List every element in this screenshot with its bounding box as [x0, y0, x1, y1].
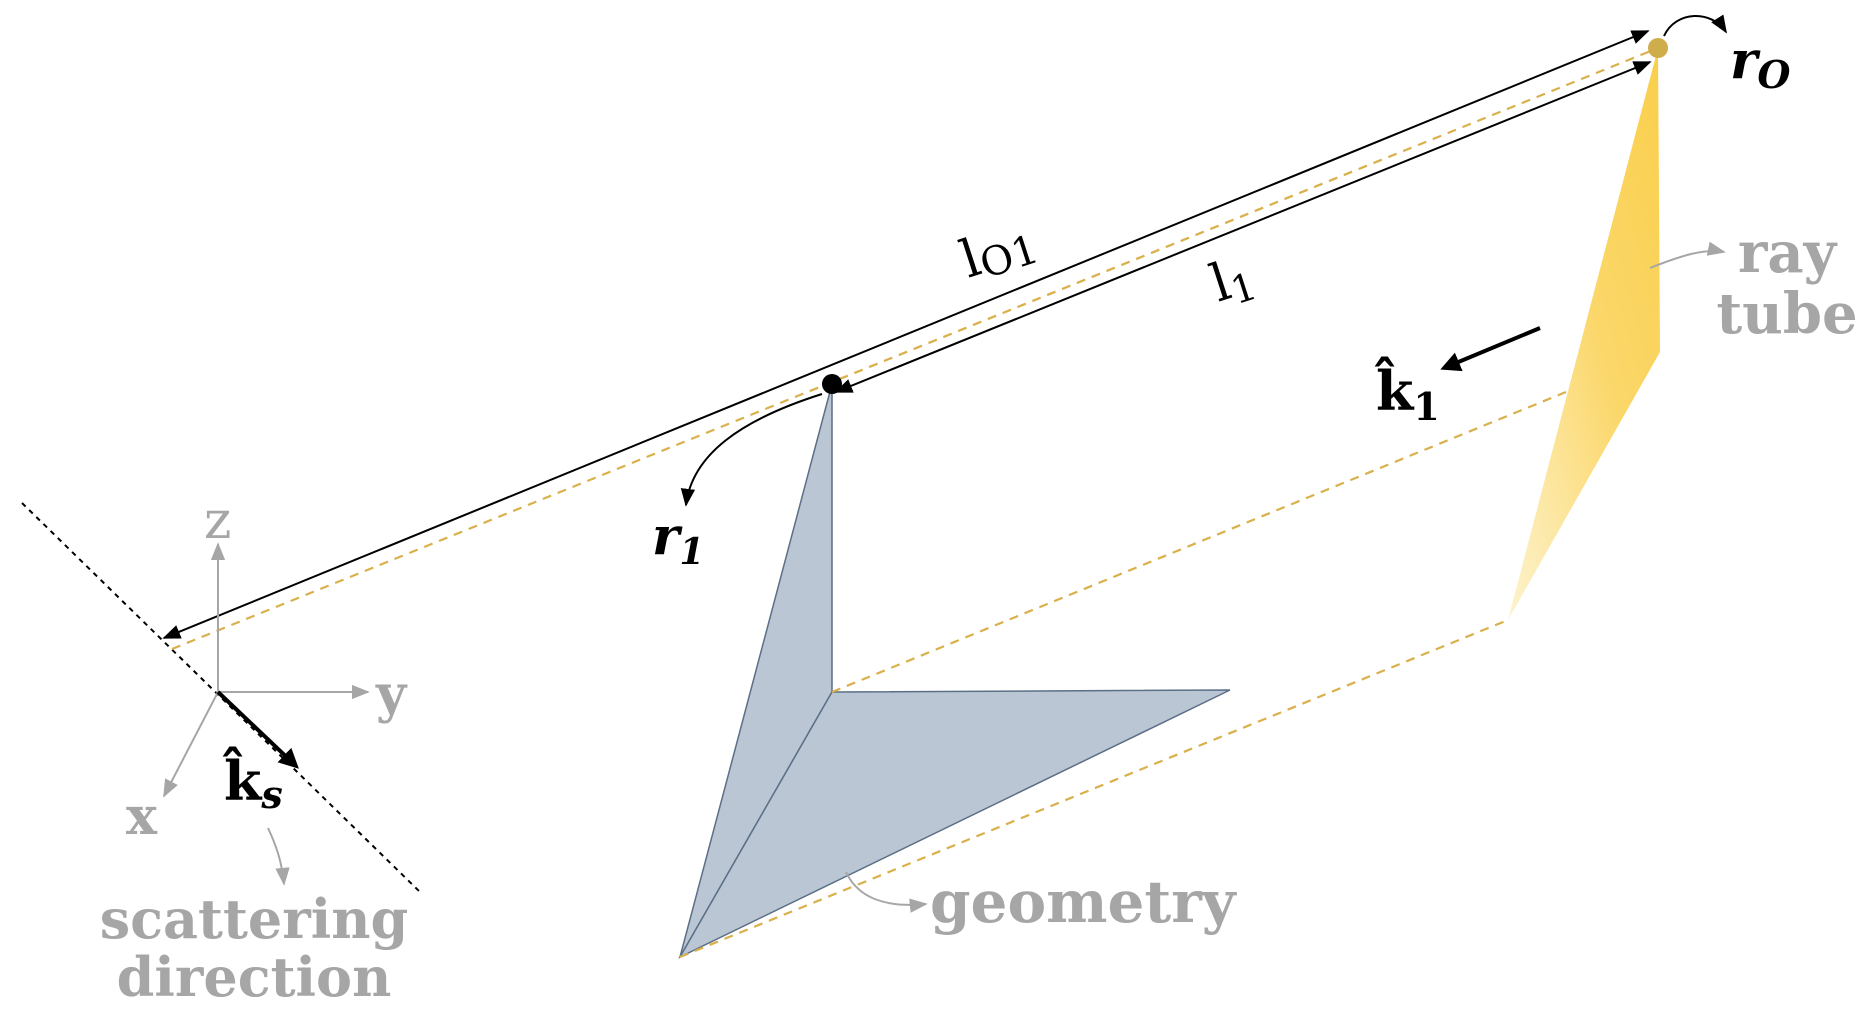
label-scattering-line2: direction: [117, 945, 392, 1009]
x-axis: [163, 691, 219, 798]
label-ks: k̂s: [222, 746, 283, 817]
distance-arrow-l1: [834, 61, 1652, 393]
label-r0: rO: [1730, 30, 1791, 97]
point-r0: [1648, 38, 1668, 58]
scattering-plane-line: [21, 502, 421, 893]
ray-center-dashed: [171, 46, 1659, 651]
coordinate-axes: [163, 542, 370, 798]
label-l1: l1: [1203, 245, 1262, 318]
pointer-arrow-r1: [680, 393, 823, 507]
label-axis-z: z: [204, 491, 231, 551]
ray-middle-dashed: [831, 390, 1567, 694]
pointer-arrow-r0: [1663, 14, 1727, 37]
label-k1: k̂1: [1374, 356, 1440, 429]
point-r1: [822, 374, 842, 394]
geometry-lower-facet: [678, 689, 1231, 959]
k1-direction-arrow: [1440, 326, 1541, 372]
leader-arrow-scattering: [267, 827, 290, 886]
label-l01: lO1: [953, 210, 1044, 293]
label-r1: r1: [652, 506, 704, 573]
label-ray-tube-line2: tube: [1716, 281, 1857, 347]
leader-arrow-geometry: [845, 871, 928, 913]
label-axis-y: y: [375, 664, 408, 725]
label-geometry: geometry: [930, 868, 1238, 936]
leader-arrow-ray-tube: [1649, 241, 1726, 269]
distance-arrow-l01: [162, 30, 1650, 639]
label-axis-x: x: [126, 786, 158, 847]
label-ray-tube-line1: ray: [1738, 220, 1838, 286]
ray-lower-dashed: [679, 618, 1509, 959]
ks-direction-arrow: [216, 690, 299, 769]
label-scattering-line1: scattering: [100, 887, 409, 951]
